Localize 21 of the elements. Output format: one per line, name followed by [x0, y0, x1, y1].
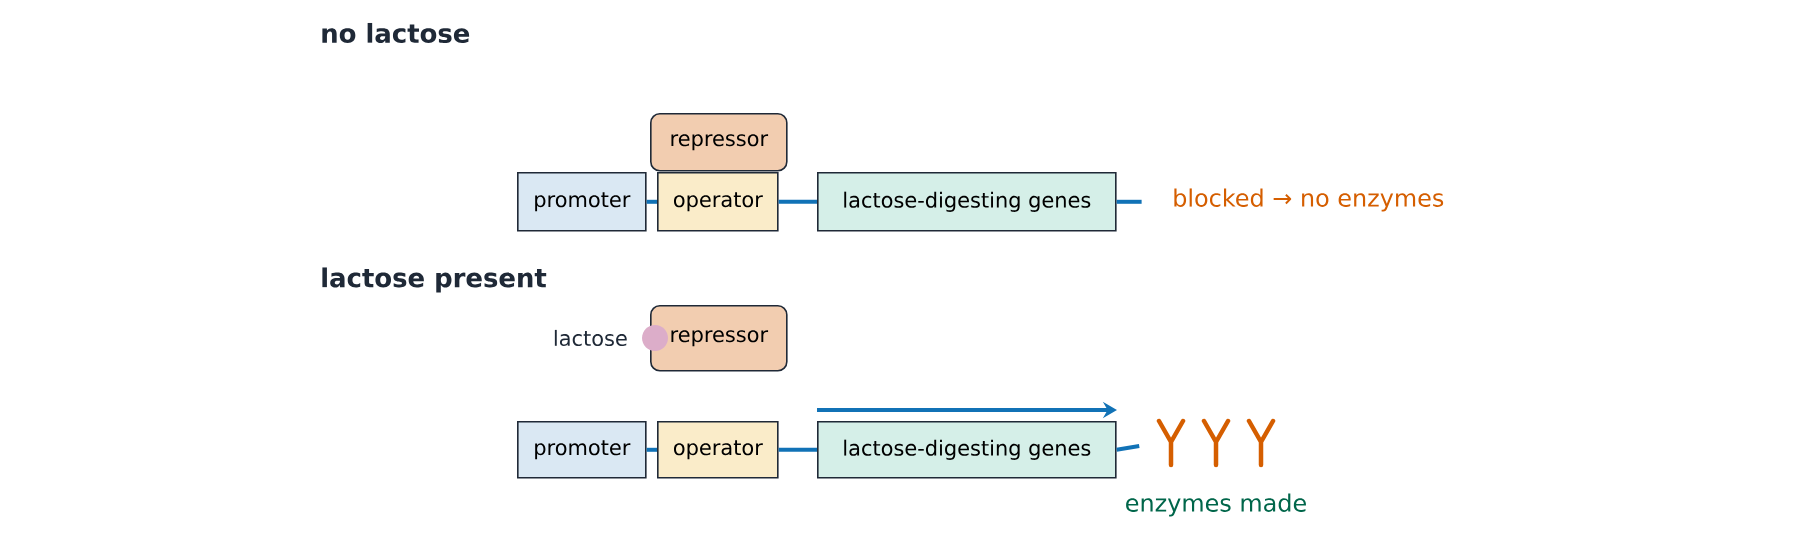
dna-line	[646, 447, 657, 452]
promoter-box: promoter	[517, 172, 647, 232]
lactose-circle	[642, 325, 668, 351]
repressor-box: repressor	[650, 305, 788, 372]
dna-line	[1116, 444, 1140, 452]
operator-box: operator	[657, 421, 779, 479]
lactose-label: lactose	[554, 329, 627, 347]
repressor-box: repressor	[650, 113, 788, 172]
gene-box: lactose-digesting genes	[817, 421, 1117, 479]
gene-box: lactose-digesting genes	[817, 172, 1117, 232]
dna-line	[778, 447, 817, 452]
dna-line	[778, 199, 817, 204]
promoter-box: promoter	[517, 421, 647, 479]
dna-line	[646, 199, 657, 204]
status-note: enzymes made	[1126, 493, 1306, 517]
heading: no lactose	[322, 22, 470, 43]
operator-box: operator	[657, 172, 779, 232]
status-note: blocked → no enzymes	[1174, 188, 1444, 212]
heading: lactose present	[322, 267, 547, 293]
enzyme-drawing	[1156, 418, 1276, 468]
dna-line	[1116, 199, 1142, 204]
